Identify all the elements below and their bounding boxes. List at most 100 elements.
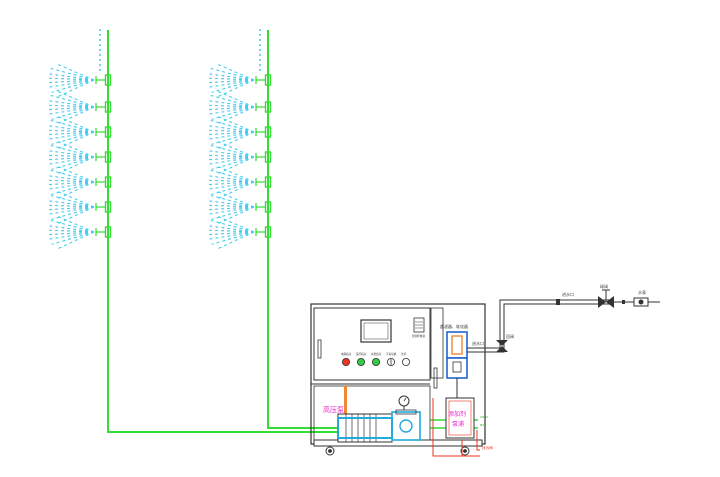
spray-dot (99, 29, 101, 31)
spray-line (47, 106, 95, 115)
spray-line (210, 67, 255, 81)
spray-line (216, 231, 255, 250)
filter-label: 超滤器、软化器 (440, 323, 468, 329)
spray-line (47, 100, 95, 108)
spray-line (215, 90, 255, 108)
spray-line (56, 79, 95, 98)
spray-line (50, 169, 95, 183)
spray-line (56, 131, 95, 150)
inlet-marker (556, 299, 560, 305)
spray-line (215, 63, 255, 81)
spray-line (46, 179, 95, 183)
nozzle-column-right (206, 29, 272, 250)
spray-line (207, 225, 255, 233)
nozzle-right-1 (206, 63, 272, 98)
indicator-label: 水泵指示 (371, 352, 382, 356)
small-label-b: N/B (480, 423, 485, 427)
spray-line (206, 106, 255, 111)
touch-screen (360, 319, 392, 343)
spray-line (55, 90, 95, 108)
spray-line (46, 77, 95, 81)
spray-line (46, 181, 95, 186)
spray-line (211, 231, 255, 245)
nozzle-right-3 (206, 115, 272, 150)
small-label-a: GB/N (480, 415, 488, 419)
spray-line (206, 104, 255, 108)
spray-line (207, 181, 255, 190)
filter-unit: 超滤器、软化器 (440, 323, 468, 398)
spray-dot (259, 64, 261, 66)
spray-line (47, 231, 95, 240)
nozzle-right-2 (206, 90, 272, 125)
spray-dot (99, 54, 101, 56)
pump-label: 高压泵 (323, 405, 344, 414)
nozzle-left-7 (46, 215, 112, 250)
spray-line (47, 200, 95, 208)
spray-line (207, 79, 255, 88)
spray-line (207, 100, 255, 108)
inlet-piping (467, 299, 660, 353)
spray-line (46, 106, 95, 111)
spray-line (47, 181, 95, 190)
spray-line (50, 194, 95, 208)
indicator-light-4: 手自切换 (386, 352, 397, 366)
spray-line (50, 94, 95, 108)
spray-line (206, 229, 255, 233)
spray-line (46, 231, 95, 236)
spray-line (206, 231, 255, 236)
spray-line (56, 206, 95, 225)
ball-valve-icon (598, 289, 614, 308)
indicator-light-3: 水泵指示 (371, 352, 382, 366)
spray-line (50, 144, 95, 158)
spray-line (55, 115, 95, 133)
orange-riser (344, 386, 347, 414)
pump-head (391, 411, 421, 441)
spray-line (206, 204, 255, 208)
nozzle-right-6 (206, 190, 272, 225)
spray-line (207, 231, 255, 240)
spray-line (55, 215, 95, 233)
spray-dot (99, 39, 101, 41)
spray-dot (259, 59, 261, 61)
spray-line (207, 156, 255, 165)
filter-housing-lower (446, 357, 468, 379)
spray-line (207, 125, 255, 133)
spray-line (46, 206, 95, 211)
indicator-label: 运行指示 (356, 352, 367, 356)
nozzle-column-left (46, 29, 112, 250)
spray-line (47, 156, 95, 165)
spray-dot (99, 44, 101, 46)
spray-dot (99, 64, 101, 66)
spray-line (46, 154, 95, 158)
spray-line (206, 79, 255, 84)
spray-line (46, 204, 95, 208)
spray-line (206, 181, 255, 186)
drain-label: 排污阀 (482, 445, 493, 450)
spray-line (55, 165, 95, 183)
spray-line (46, 156, 95, 161)
spray-line (47, 79, 95, 88)
spray-line (47, 150, 95, 158)
spray-line (216, 181, 255, 200)
spray-line (206, 206, 255, 211)
spray-line (46, 229, 95, 233)
spray-line (56, 106, 95, 125)
spray-line (207, 106, 255, 115)
indicator-light-5: 急停 (401, 352, 410, 366)
spray-line (206, 129, 255, 133)
spray-dot (259, 69, 261, 71)
spray-line (206, 131, 255, 136)
power-switch-label: 控制柜电源 (412, 334, 425, 338)
spray-line (47, 206, 95, 215)
spray-line (215, 190, 255, 208)
spray-line (216, 206, 255, 225)
machine-cabinet: 控制柜电源 电源指示运行指示水泵指示手自切换急停 (310, 303, 486, 456)
spray-line (207, 150, 255, 158)
nozzle-left-3 (46, 115, 112, 150)
spray-line (55, 63, 95, 81)
spray-line (51, 79, 95, 93)
spray-line (210, 94, 255, 108)
nozzle-right-7 (206, 215, 272, 250)
spray-line (50, 119, 95, 133)
